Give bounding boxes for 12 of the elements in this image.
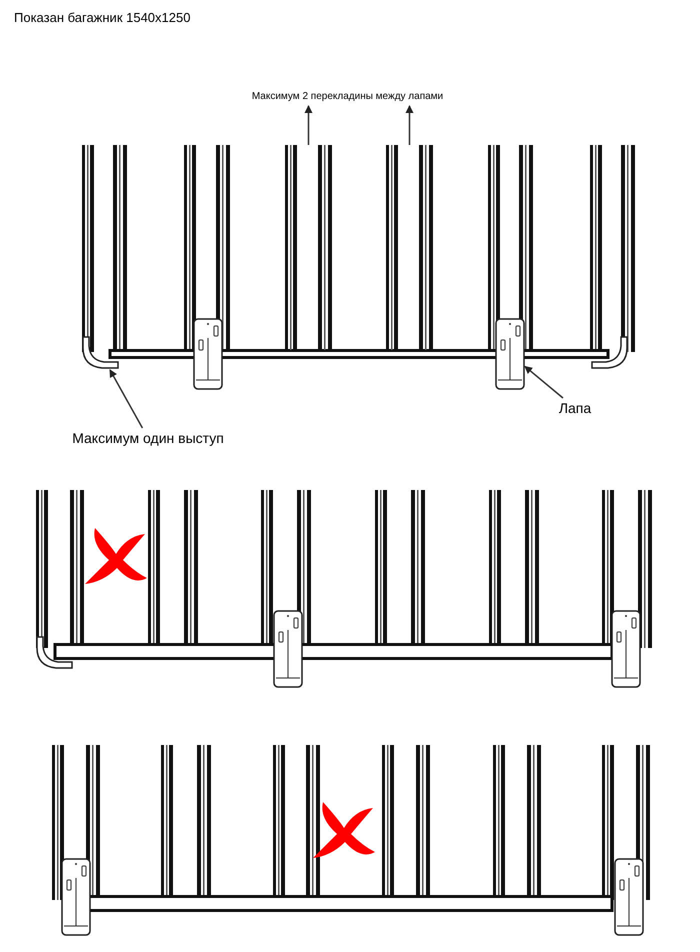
crossbar	[386, 145, 433, 350]
note-text: Максимум один выступ	[58, 428, 238, 448]
arrow	[304, 105, 312, 145]
note-text: Максимум 2 перекладины между лапами	[225, 88, 470, 104]
foot	[495, 318, 525, 390]
note-text: Лапа	[550, 398, 600, 418]
arrow	[109, 369, 144, 428]
title: Показан багажник 1540x1250	[14, 9, 190, 27]
arrow	[524, 366, 564, 399]
protrusion	[80, 334, 120, 370]
crossbar	[285, 145, 332, 350]
arrow	[406, 105, 414, 145]
